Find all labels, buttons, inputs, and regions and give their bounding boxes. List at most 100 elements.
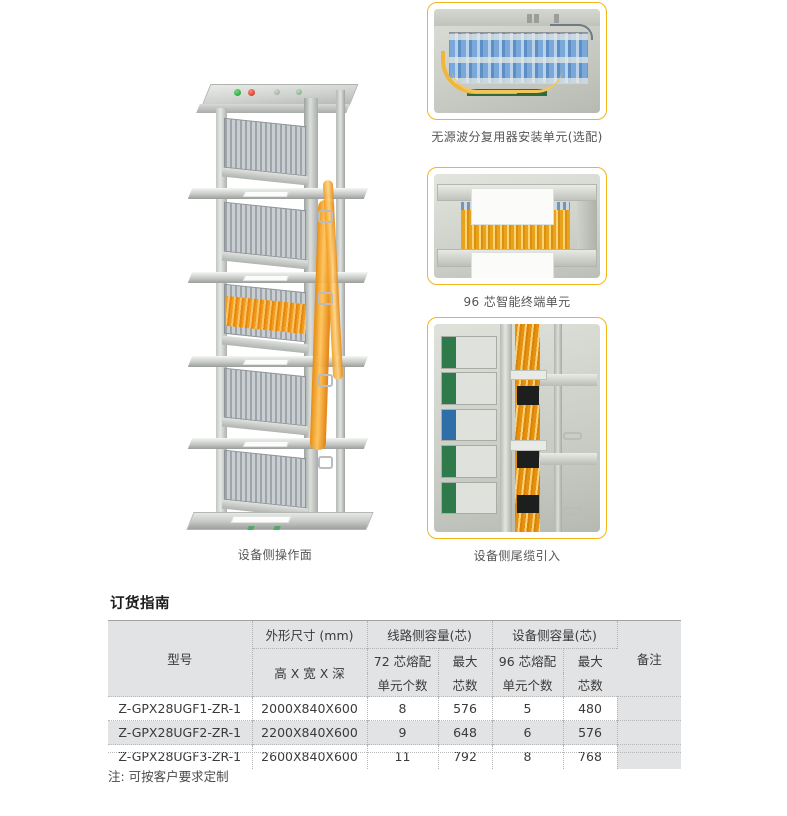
cable-guide-ring-2	[318, 292, 333, 305]
cell-model: Z-GPX28UGF3-ZR-1	[108, 744, 253, 769]
t3-guide-hook-1	[563, 432, 582, 441]
cell-line-max: 576	[438, 696, 493, 721]
specification-table: 型号 外形尺寸 (mm) 线路侧容量(芯) 设备侧容量(芯) 备注 高 X 宽 …	[108, 620, 681, 769]
thumbnail-equipment-side-pigtail[interactable]	[427, 317, 607, 539]
header-model: 型号	[108, 620, 253, 697]
indicator-light-dim-1	[274, 89, 280, 95]
t3-module-5	[440, 481, 498, 515]
table-row: Z-GPX28UGF3-ZR-1 2600X840X600 11 792 8 7…	[108, 744, 681, 769]
indicator-light-green	[234, 89, 241, 96]
cell-model: Z-GPX28UGF1-ZR-1	[108, 696, 253, 721]
cell-equip-units: 8	[492, 744, 564, 769]
t2-lower-label	[470, 252, 554, 278]
t3-module-2	[440, 372, 498, 405]
table-header-row-top: 型号 外形尺寸 (mm) 线路侧容量(芯) 设备侧容量(芯) 备注	[108, 620, 681, 697]
header-dimension-sub: 高 X 宽 X 深	[252, 648, 368, 697]
thumbnail-96core-terminal-unit[interactable]	[427, 167, 607, 285]
header-equip-max-line2: 芯数	[563, 672, 617, 697]
t3-module-3	[440, 408, 498, 442]
header-equip-unit-line2: 单元个数	[492, 672, 564, 697]
cabinet-illustration	[178, 60, 378, 540]
header-equip-max-line1: 最大	[563, 648, 617, 673]
t3-right-post	[553, 324, 562, 532]
t1-adapter-row-bottom	[448, 77, 589, 84]
t3-shadow-gap-2	[517, 448, 539, 468]
cell-line-units: 8	[367, 696, 439, 721]
cell-remark	[617, 744, 681, 769]
t3-shadow-gap-1	[517, 386, 539, 406]
t2-side-bracket	[576, 196, 597, 251]
cabinet-right-post	[336, 90, 345, 530]
t3-support-arm-2	[540, 452, 597, 466]
thumbnail-passive-wdm-unit[interactable]	[427, 2, 607, 120]
cell-dimension: 2000X840X600	[252, 696, 368, 721]
thumbnail-2-image	[434, 174, 600, 278]
cell-equip-units: 6	[492, 720, 564, 745]
cell-model: Z-GPX28UGF2-ZR-1	[108, 720, 253, 745]
shelf-label-2	[242, 275, 290, 281]
cable-guide-ring-3	[318, 374, 333, 387]
t3-guide-hook-2	[563, 507, 582, 516]
t3-support-arm-1	[540, 373, 597, 387]
ordering-guide-title: 订货指南	[110, 596, 170, 612]
shelf-label-3	[242, 359, 290, 365]
header-line-unit-line2: 单元个数	[367, 672, 439, 697]
cell-equip-units: 5	[492, 696, 564, 721]
header-dimension-main: 外形尺寸 (mm)	[252, 620, 368, 649]
table-body: Z-GPX28UGF1-ZR-1 2000X840X600 8 576 5 48…	[108, 696, 681, 769]
t1-latch-3	[553, 14, 559, 23]
cell-remark	[617, 696, 681, 721]
header-line-side: 线路侧容量(芯)	[367, 620, 493, 649]
header-line-max-line1: 最大	[438, 648, 493, 673]
header-line-max-line2: 芯数	[438, 672, 493, 697]
thumbnail-3-caption: 设备侧尾缆引入	[473, 549, 561, 563]
cell-dimension: 2600X840X600	[252, 744, 368, 769]
t3-module-1	[440, 336, 498, 369]
thumbnail-1-image	[434, 9, 600, 113]
cell-line-max: 792	[438, 744, 493, 769]
indicator-light-red	[248, 89, 255, 96]
ordering-guide-note: 注: 可按客户要求定制	[108, 769, 229, 784]
cabinet-left-post	[216, 108, 227, 523]
cable-guide-ring-4	[318, 456, 333, 469]
t3-cable-clamp-1	[510, 369, 547, 381]
main-photo-caption: 设备侧操作面	[237, 548, 313, 562]
t1-adapter-row-mid	[448, 56, 589, 63]
t1-latch-2	[533, 14, 539, 23]
cell-equip-max: 480	[563, 696, 618, 721]
table-bottom-border	[108, 752, 681, 753]
cell-line-units: 9	[367, 720, 439, 745]
cell-equip-max: 768	[563, 744, 618, 769]
t3-cable-clamp-2	[510, 440, 547, 451]
cell-dimension: 2200X840X600	[252, 720, 368, 745]
table-header-row-bottom: 单元个数 芯数 单元个数 芯数	[108, 672, 681, 697]
t2-upper-label	[470, 187, 554, 225]
cell-remark	[617, 720, 681, 745]
shelf-label-4	[242, 441, 290, 447]
cable-guide-ring-1	[318, 210, 333, 223]
thumbnail-2-caption: 96 芯智能终端单元	[463, 295, 571, 309]
product-gallery: 设备侧操作面 无源波分复用器安装单元(选配)	[150, 2, 607, 563]
t3-shadow-gap-3	[517, 494, 539, 514]
cell-equip-max: 576	[563, 720, 618, 745]
cell-line-units: 11	[367, 744, 439, 769]
header-equip-side: 设备侧容量(芯)	[492, 620, 618, 649]
base-label-plate	[230, 516, 292, 523]
main-product-photo[interactable]: 设备侧操作面	[150, 60, 400, 562]
header-remark: 备注	[617, 620, 681, 697]
t1-patch-cord-lower	[450, 66, 564, 94]
cell-line-max: 648	[438, 720, 493, 745]
table-header-row-mid: 高 X 宽 X 深 72 芯熔配 最大 96 芯熔配 最大	[108, 648, 681, 697]
indicator-light-dim-2	[296, 89, 302, 95]
t1-latch-1	[526, 14, 532, 23]
thumbnail-3-image	[434, 324, 600, 532]
table-row: Z-GPX28UGF2-ZR-1 2200X840X600 9 648 6 57…	[108, 720, 681, 745]
table-row: Z-GPX28UGF1-ZR-1 2000X840X600 8 576 5 48…	[108, 696, 681, 721]
splice-panel-5	[224, 449, 306, 509]
header-equip-unit-line1: 96 芯熔配	[492, 648, 564, 673]
t3-module-column	[440, 332, 498, 523]
t1-adapter-row-top	[448, 33, 589, 40]
cabinet-top-hood	[201, 84, 359, 106]
splice-panel-4	[224, 367, 306, 427]
